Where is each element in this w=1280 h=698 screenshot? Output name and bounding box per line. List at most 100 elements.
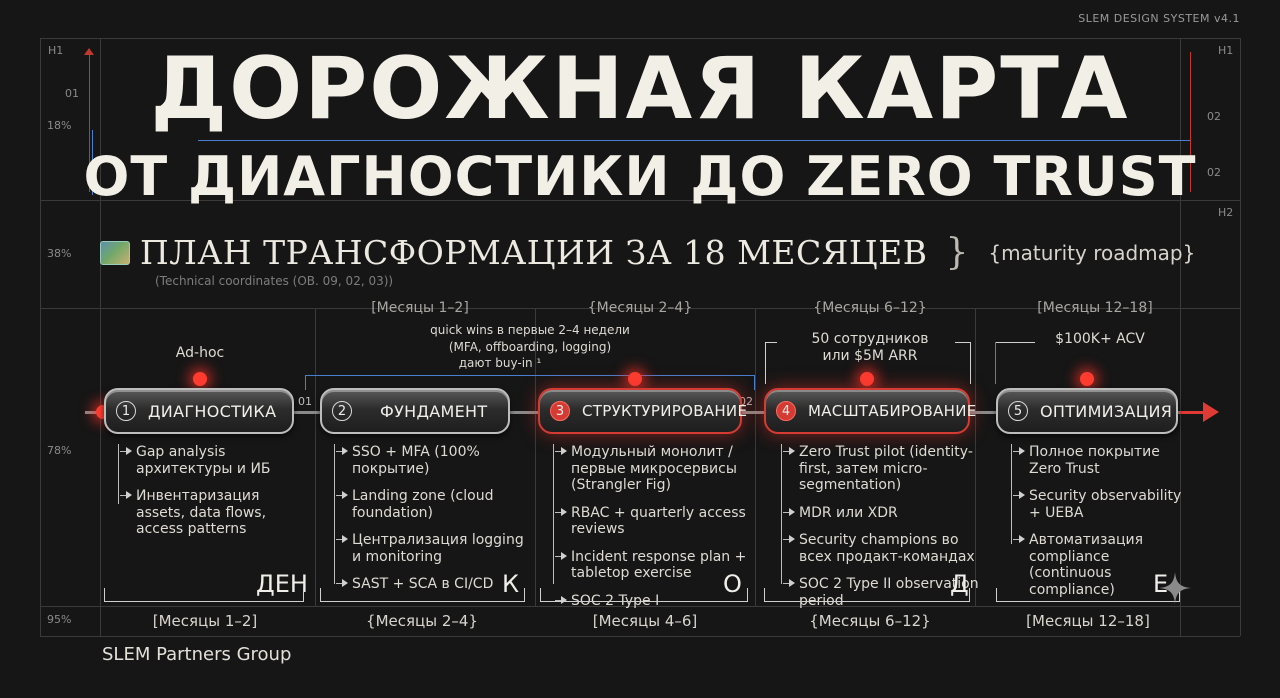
list-item: RBAC + quarterly access reviews <box>553 505 753 538</box>
coordinates-note: (Technical coordinates (OB. 09, 02, 03)) <box>155 274 394 288</box>
period-bottom-4: {Месяцы 6–12} <box>809 612 931 630</box>
annotation-quickwins-2: (MFA, offboarding, logging) <box>448 340 612 354</box>
stage-number: 2 <box>332 401 352 421</box>
stage-number: 1 <box>116 401 136 421</box>
guide-mark-02a: 02 <box>1207 110 1221 123</box>
items-connector <box>1011 444 1012 544</box>
stage-scaling: 4 МАСШТАБИРОВАНИЕ <box>764 388 976 434</box>
list-item: SAST + SCA в CI/CD <box>334 576 529 593</box>
list-item: Zero Trust pilot (identity-first, затем … <box>781 444 981 494</box>
subtitle-brace: } <box>945 232 969 273</box>
system-label: SLEM DESIGN SYSTEM v4.1 <box>1078 12 1240 25</box>
guide-line-right <box>1240 38 1241 636</box>
list-item: Incident response plan + tabletop exerci… <box>553 549 753 582</box>
marker-02: 02 <box>739 395 753 408</box>
corner-letters-5: Е <box>1153 570 1169 598</box>
guide-line-h2 <box>40 308 1240 309</box>
list-item: Security champions во всех продакт-коман… <box>781 532 981 565</box>
annotation-quickwins-3: дают buy-in ¹ <box>458 356 542 370</box>
list-item: Security observability + UEBA <box>1011 488 1186 521</box>
guide-line-col-3 <box>535 308 536 606</box>
footer-company: SLEM Partners Group <box>102 644 292 665</box>
guide-line-h1 <box>40 200 1240 201</box>
period-top-4: [Месяцы 12–18] <box>1037 300 1153 316</box>
stage-2-items: SSO + MFA (100% покрытие) Landing zone (… <box>334 444 529 604</box>
items-connector <box>553 444 554 584</box>
annotation-adhoc: Ad-hoc <box>175 345 225 361</box>
guide-mark-38: 38% <box>47 247 72 260</box>
period-bottom-1: [Месяцы 1–2] <box>152 612 258 630</box>
stage-5-items: Полное покрытие Zero Trust Security obse… <box>1011 444 1186 609</box>
list-item: Модульный монолит / первые микросервисы … <box>553 444 753 494</box>
stage-optimization: 5 ОПТИМИЗАЦИЯ <box>996 388 1178 434</box>
sparkle-icon <box>1159 572 1191 604</box>
guide-mark-02b: 02 <box>1207 166 1221 179</box>
guide-mark-h1-right: H1 <box>1218 44 1234 57</box>
connector-employees-line <box>765 342 777 343</box>
period-top-3: {Месяцы 6–12} <box>813 300 927 316</box>
title-line-1: ДОРОЖНАЯ КАРТА <box>150 39 1130 139</box>
corner-letters-1: ДЕН <box>256 570 308 598</box>
list-item: Landing zone (cloud foundation) <box>334 488 529 521</box>
items-connector <box>781 444 782 584</box>
annotation-quickwins-1: quick wins в первые 2–4 недели <box>430 323 630 337</box>
subtitle-row: ПЛАН ТРАНСФОРМАЦИИ ЗА 18 МЕСЯЦЕВ } {matu… <box>100 232 1195 273</box>
glow-dot-stage-4 <box>860 372 874 386</box>
stage-structuring: 3 СТРУКТУРИРОВАНИЕ <box>538 388 747 434</box>
connector-quickwins-drop-right <box>754 375 755 390</box>
measure-arrow-left-head <box>84 48 94 55</box>
stage-diagnostics: 1 ДИАГНОСТИКА <box>104 388 294 434</box>
period-top-1: [Месяцы 1–2] <box>371 300 469 316</box>
stage-number: 4 <box>776 401 796 421</box>
guide-line-bottom <box>40 606 1240 607</box>
guide-mark-78: 78% <box>47 444 72 457</box>
items-connector <box>118 444 119 504</box>
corner-letters-2: К <box>502 570 520 598</box>
connector-acv-drop <box>995 342 996 384</box>
connector-quickwins-line <box>305 375 755 376</box>
timeline-arrow-tail <box>1180 411 1206 414</box>
guide-line-left-inner <box>100 38 101 636</box>
guide-mark-01: 01 <box>65 87 79 100</box>
stage-4-items: Zero Trust pilot (identity-first, затем … <box>781 444 981 620</box>
connector-quickwins-drop-left <box>305 375 306 390</box>
list-item: Централизация logging и monitoring <box>334 532 529 565</box>
corner-letters-3: О <box>723 570 742 598</box>
title-line-2: ОТ ДИАГНОСТИКИ ДО ZERO TRUST <box>83 145 1197 208</box>
guide-line-right-inner <box>1180 38 1181 636</box>
list-item: SSO + MFA (100% покрытие) <box>334 444 529 477</box>
guide-line-top <box>40 38 1240 39</box>
guide-line-col-5 <box>975 308 976 606</box>
glow-dot-stage-3 <box>628 372 642 386</box>
annotation-employees-1: 50 сотрудников <box>811 331 929 347</box>
list-item: Gap analysis архитектуры и ИБ <box>118 444 303 477</box>
stage-3-items: Модульный монолит / первые микросервисы … <box>553 444 753 620</box>
stage-label: ФУНДАМЕНТ <box>380 401 488 421</box>
connector-employees-drop-l <box>765 342 766 384</box>
annotation-acv: $100K+ ACV <box>1055 331 1145 347</box>
glow-dot-stage-1 <box>193 372 207 386</box>
stage-foundation: 2 ФУНДАМЕНТ <box>320 388 510 434</box>
world-map-icon <box>100 240 130 265</box>
guide-line-col-2 <box>315 308 316 606</box>
bracket-period-1 <box>104 588 304 602</box>
glow-dot-stage-5 <box>1080 372 1094 386</box>
corner-letters-4: Д <box>950 570 969 598</box>
bracket-period-2 <box>320 588 525 602</box>
guide-mark-18: 18% <box>47 119 72 132</box>
bracket-period-3 <box>540 588 748 602</box>
stage-label: ДИАГНОСТИКА <box>148 401 277 421</box>
list-item: Полное покрытие Zero Trust <box>1011 444 1186 477</box>
period-top-2: {Месяцы 2–4} <box>587 300 693 316</box>
guide-line-left <box>40 38 41 636</box>
stage-label: ОПТИМИЗАЦИЯ <box>1040 401 1173 421</box>
marker-01: 01 <box>298 395 312 408</box>
subtitle-tag: {maturity roadmap} <box>988 240 1196 265</box>
guide-mark-h2-right: H2 <box>1218 206 1234 219</box>
guide-mark-95: 95% <box>47 613 72 626</box>
measure-arrow-horizontal <box>198 140 1190 141</box>
stage-number: 3 <box>550 401 570 421</box>
period-bottom-3: [Месяцы 4–6] <box>592 612 698 630</box>
guide-mark-h1-left: H1 <box>48 44 64 57</box>
stage-label: МАСШТАБИРОВАНИЕ <box>808 402 977 420</box>
